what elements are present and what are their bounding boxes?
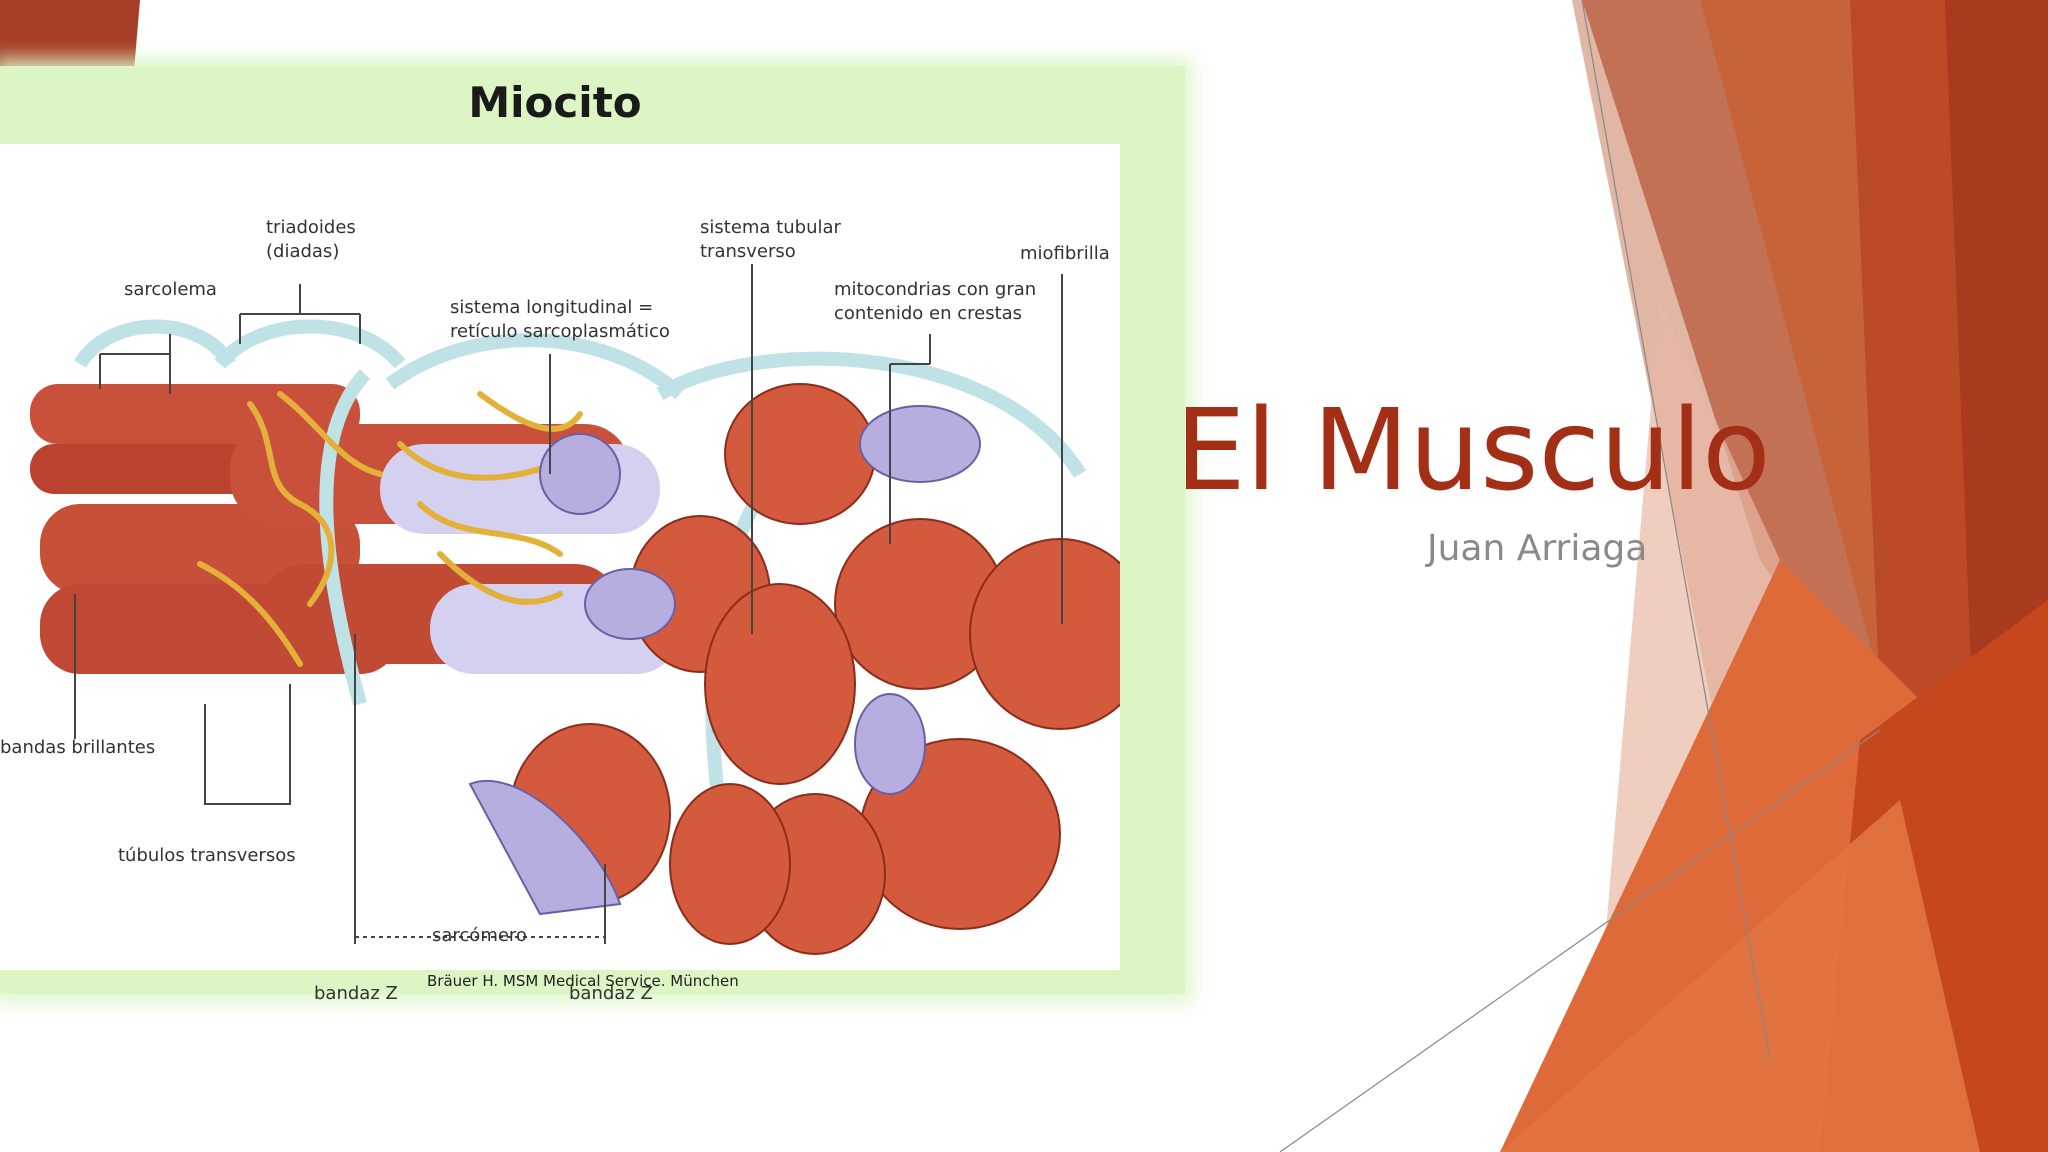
label-miofibrilla: miofibrilla (1020, 242, 1110, 266)
label-sarcolema: sarcolema (124, 278, 217, 302)
slide-title: El Musculo (1175, 386, 1771, 516)
label-bandas-brillantes: bandas brillantes (0, 736, 155, 760)
muscle-fibers (30, 384, 680, 674)
label-tubulos-transversos: túbulos transversos (118, 844, 296, 868)
label-sistema-tubular: sistema tubular transverso (700, 216, 841, 264)
label-triadoides: triadoides (diadas) (266, 216, 356, 264)
figure-canvas: triadoides (diadas) sarcolema sistema lo… (0, 144, 1120, 970)
label-banda-z-left: bandaz Z (314, 982, 398, 1006)
label-sarcomero: sarcómero (432, 924, 527, 948)
slide-subtitle: Juan Arriaga (1427, 528, 1647, 569)
figure-title: Miocito (0, 78, 1110, 127)
figure-credit: Bräuer H. MSM Medical Service. München (427, 972, 739, 990)
myocyte-figure: Miocito (0, 66, 1185, 994)
corner-accent-tab (0, 0, 140, 66)
label-sistema-longitudinal: sistema longitudinal = retículo sarcopla… (450, 296, 670, 344)
label-mitocondrias: mitocondrias con gran contenido en crest… (834, 278, 1036, 326)
